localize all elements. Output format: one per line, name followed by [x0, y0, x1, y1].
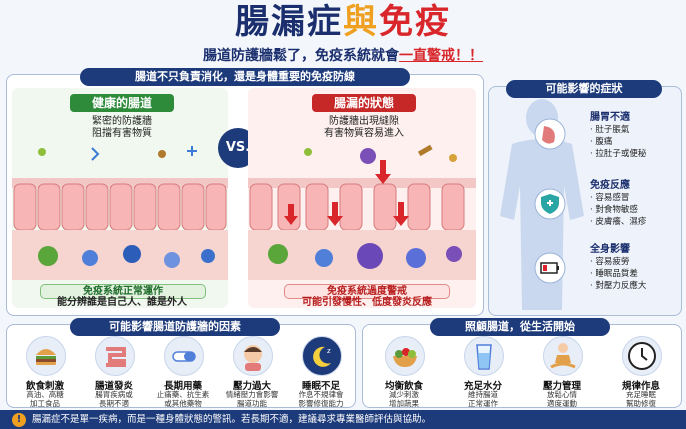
- care-title-3: 壓力管理: [542, 381, 581, 392]
- factor-title-2: 腸道發炎: [94, 381, 133, 392]
- factor-desc-3a: 止痛藥、抗生素: [156, 390, 210, 399]
- leaky-header: 腸漏的狀態: [312, 94, 416, 112]
- care-desc-3b: 適度運動: [547, 399, 577, 408]
- care-desc-1b: 增加蔬果: [389, 399, 419, 408]
- factor-desc-4a: 情緒壓力會影響: [225, 390, 279, 399]
- water-glass-icon: [464, 336, 504, 376]
- healthy-caption-1: 免疫系統正常運作: [40, 284, 206, 299]
- leaky-desc-2: 有害物質容易進入: [324, 128, 404, 139]
- care-desc-4b: 幫助修復: [626, 399, 656, 408]
- svg-text:z: z: [327, 347, 331, 355]
- factor-desc-2a: 腸胃疾病或: [95, 390, 133, 399]
- subtitle-main: 腸道防護牆鬆了，免疫系統就會: [203, 48, 399, 64]
- symptom-2-item-2: · 對食物敏感: [590, 205, 638, 215]
- title-part1: 腸漏症: [235, 2, 343, 42]
- page-subtitle: 腸道防護牆鬆了，免疫系統就會一直警戒！！: [0, 45, 686, 65]
- care-title-1: 均衡飲食: [384, 381, 423, 392]
- meditation-icon: [543, 336, 583, 376]
- care-title-2: 充足水分: [463, 381, 502, 392]
- factor-desc-4b: 腸道功能: [237, 399, 267, 408]
- healthy-desc-2: 阻擋有害物質: [92, 128, 152, 139]
- human-body-silhouette: [500, 99, 584, 310]
- healthy-header: 健康的腸道: [70, 94, 174, 112]
- care-desc-1a: 減少刺激: [389, 390, 419, 399]
- factor-title-4: 壓力過大: [232, 381, 271, 392]
- care-title-4: 規律作息: [621, 381, 660, 392]
- factor-desc-1b: 加工食品: [30, 399, 60, 408]
- symptom-3-item-2: · 睡眠品質差: [590, 269, 638, 279]
- red-arrow-icon: [284, 160, 409, 226]
- leaky-caption-1: 免疫系統過度警戒: [284, 284, 450, 299]
- symptoms-banner: 可能影響的症狀: [506, 80, 662, 98]
- info-icon: !: [12, 412, 26, 427]
- factor-title-1: 飲食刺激: [25, 381, 64, 392]
- factor-desc-5a: 作息不規律會: [298, 390, 344, 399]
- footer-bar: ! 腸漏症不是單一疾病，而是一種身體狀態的警訊。若長期不適，建議尋求專業醫師評估與…: [0, 410, 686, 429]
- symptom-3-item-1: · 容易疲勞: [590, 257, 630, 267]
- factor-desc-3b: 或其他藥物: [164, 399, 202, 408]
- subtitle-highlight: 一直警戒！！: [399, 48, 483, 64]
- burger-icon: [26, 336, 66, 376]
- symptom-1-item-3: · 拉肚子或便秘: [590, 149, 647, 159]
- factors-banner: 可能影響腸道防護牆的因素: [70, 318, 280, 336]
- stressed-person-icon: [233, 336, 273, 376]
- symptom-title-3: 全身影響: [590, 244, 630, 255]
- healthy-intestine-illustration: [12, 146, 228, 280]
- leaky-caption-2: 可能引發慢性、低度發炎反應: [302, 297, 432, 308]
- moon-sleep-icon: z: [302, 336, 342, 376]
- comparison-banner: 腸道不只負責消化，還是身體重要的免疫防線: [80, 68, 410, 86]
- footer-text: 腸漏症不是單一疾病，而是一種身體狀態的警訊。若長期不適，建議尋求專業醫師評估與協…: [32, 414, 432, 425]
- title-part2: 與: [343, 2, 379, 42]
- care-desc-4a: 充足睡眠: [626, 390, 656, 399]
- symptom-1-item-2: · 腹痛: [590, 137, 613, 147]
- symptom-title-1: 腸胃不適: [590, 112, 630, 123]
- leaky-intestine-illustration: [248, 144, 476, 280]
- clock-icon: [622, 336, 662, 376]
- care-desc-2b: 正常運作: [468, 399, 498, 408]
- title-part3: 免疫: [379, 2, 451, 42]
- battery-icon: [534, 252, 566, 284]
- harmful-substance-icon: [304, 144, 457, 164]
- page-title: 腸漏症與免疫: [0, 2, 686, 42]
- factor-title-5: 睡眠不足: [301, 381, 340, 392]
- salad-bowl-icon: [385, 336, 425, 376]
- immune-cell-icon: [38, 245, 215, 268]
- bacteria-icon: [38, 146, 197, 161]
- care-desc-2a: 維持腸道: [468, 390, 498, 399]
- care-desc-3a: 放鬆心情: [547, 390, 577, 399]
- care-banner: 照顧腸道，從生活開始: [430, 318, 610, 336]
- healthy-caption-2: 能分辨誰是自己人、誰是外人: [57, 297, 187, 308]
- symptom-2-item-1: · 容易感冒: [590, 193, 630, 203]
- symptom-1-item-1: · 肚子脹氣: [590, 125, 630, 135]
- stomach-icon: [534, 118, 566, 150]
- factor-title-3: 長期用藥: [163, 381, 202, 392]
- pill-icon: [164, 336, 204, 376]
- leaky-desc-1: 防護牆出現縫隙: [329, 116, 399, 127]
- intestine-icon: [95, 336, 135, 376]
- symptom-title-2: 免疫反應: [590, 180, 630, 191]
- healthy-desc-1: 緊密的防護牆: [92, 116, 152, 127]
- shield-icon: [534, 188, 566, 220]
- factor-desc-2b: 長期不適: [99, 399, 129, 408]
- symptom-2-item-3: · 皮膚癢、濕疹: [590, 217, 647, 227]
- inflamed-immune-cell-icon: [268, 243, 462, 269]
- factor-desc-5b: 影響修復能力: [298, 399, 344, 408]
- factor-desc-1a: 高油、高糖: [26, 390, 64, 399]
- symptom-3-item-3: · 對壓力反應大: [590, 281, 647, 291]
